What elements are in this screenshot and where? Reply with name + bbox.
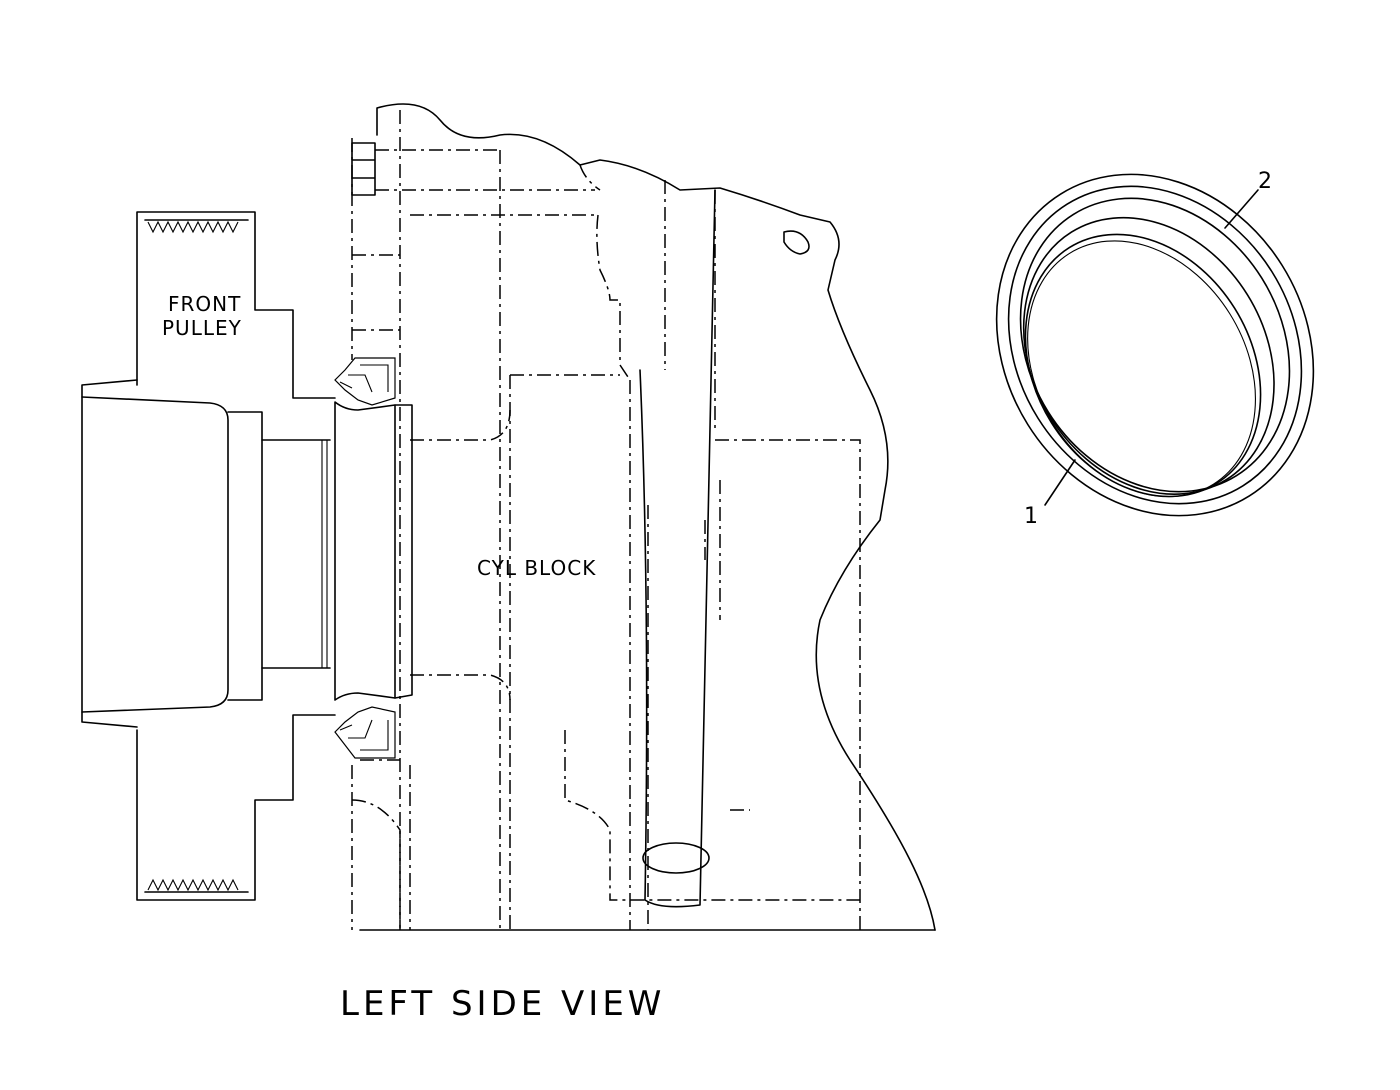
callout-leader-1 <box>1044 459 1076 506</box>
front-pulley-label-line2: PULLEY <box>162 316 242 340</box>
callout-2: 2 <box>1258 169 1272 194</box>
view-title: LEFT SIDE VIEW <box>340 984 665 1024</box>
front-pulley <box>81 211 336 901</box>
front-cover <box>351 103 936 931</box>
crankshaft-nose <box>334 401 413 701</box>
front-pulley-label-line1: FRONT <box>168 292 241 316</box>
seal-section-bottom <box>334 706 396 759</box>
callout-1: 1 <box>1024 504 1038 529</box>
cyl-block-label: CYL BLOCK <box>477 556 596 580</box>
front-seal-ring <box>995 173 1315 517</box>
callout-leader-2 <box>1224 189 1259 229</box>
seal-section-top <box>334 357 396 406</box>
